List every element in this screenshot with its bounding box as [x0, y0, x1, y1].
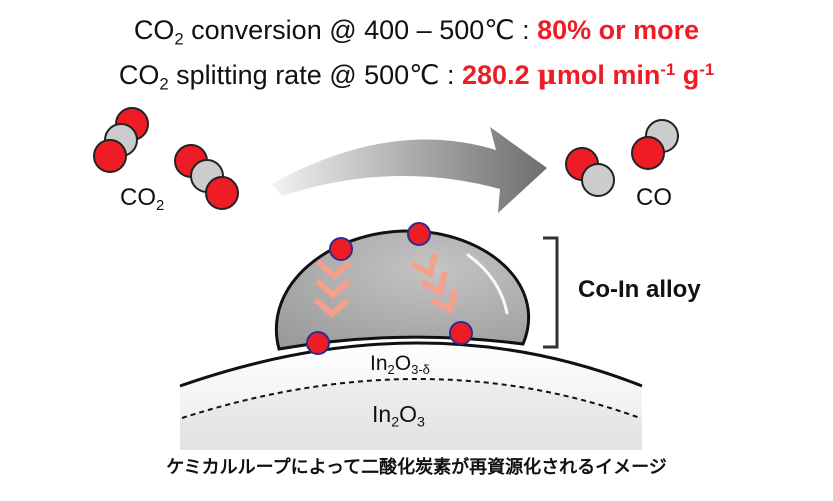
- reactant-label: CO2: [120, 184, 165, 214]
- rate-value-number: 280.2: [462, 60, 538, 90]
- conversion-co-subscript: 2: [174, 29, 184, 49]
- bulk-o-text: O: [399, 401, 418, 427]
- bulk-label: In2O3: [372, 401, 425, 431]
- oxygen-flow-chevron: [316, 259, 352, 280]
- lattice-oxygen-atom: [329, 237, 353, 261]
- alloy-label: Co-In alloy: [578, 276, 701, 303]
- in2o3-deficient-layer: [180, 343, 642, 418]
- bulk-in-subscript: 2: [391, 414, 400, 431]
- rate-unit-exponent-2: -1: [699, 59, 715, 79]
- support-surface-outline: [179, 341, 643, 388]
- oxygen-flow-chevron: [420, 271, 448, 297]
- surface-o-subscript: 3-δ: [411, 362, 430, 378]
- rate-co-text: CO: [118, 60, 160, 90]
- co-carbon-atom: [581, 163, 615, 197]
- bulk-o-subscript: 3: [417, 414, 425, 431]
- lattice-oxygen-atom: [306, 331, 330, 355]
- rate-value: 280.2 μmol min-1 g-1: [462, 59, 715, 91]
- surface-in-text: In: [370, 352, 388, 375]
- oxygen-flow-left: [314, 259, 352, 318]
- lattice-oxygen-atom: [449, 321, 473, 345]
- splitting-rate-headline: CO2 splitting rate @ 500℃ : 280.2 μmol m…: [0, 59, 833, 92]
- rate-co-subscript: 2: [159, 74, 169, 94]
- co-molecule-right: [631, 119, 679, 170]
- product-label: CO: [636, 184, 672, 211]
- rate-unit-g: g: [675, 60, 700, 90]
- surface-in-subscript: 2: [387, 362, 395, 378]
- oxygen-flow-chevron: [430, 289, 458, 315]
- dome-highlight: [466, 253, 509, 315]
- rate-unit-exponent-1: -1: [660, 59, 676, 79]
- co-oxygen-atom: [631, 136, 665, 170]
- alloy-bracket: [543, 236, 559, 349]
- surface-layer-label: In2O3-δ: [370, 352, 430, 376]
- rate-condition: splitting rate @ 500℃ :: [168, 60, 463, 90]
- co2-oxygen-atom: [205, 176, 239, 210]
- conversion-condition: conversion @ 400 – 500℃ :: [183, 15, 538, 45]
- co-in-alloy-particle: [274, 229, 531, 351]
- oxygen-flow-right: [410, 253, 458, 315]
- co-molecule-left: [565, 147, 615, 197]
- rate-unit-mol: mol min: [556, 60, 661, 90]
- co2-molecule-left: [93, 107, 149, 173]
- surface-o-text: O: [394, 352, 412, 375]
- co2-molecule-right: [174, 144, 239, 210]
- oxygen-flow-chevron: [314, 297, 350, 318]
- lattice-oxygen-atom: [407, 222, 431, 246]
- caption: ケミカルループによって二酸化炭素が再資源化されるイメージ: [166, 457, 667, 478]
- rate-unit-mu: μ: [537, 60, 557, 91]
- co2-oxygen-atom: [93, 139, 127, 173]
- reactant-co-text: CO: [120, 184, 156, 211]
- oxygen-flow-chevron: [315, 278, 351, 299]
- oxygen-flow-chevron: [410, 253, 438, 279]
- reactant-subscript: 2: [156, 197, 165, 214]
- conversion-headline: CO2 conversion @ 400 – 500℃ : 80% or mor…: [0, 14, 833, 49]
- conversion-co-text: CO: [133, 15, 175, 45]
- conversion-arrow: [272, 127, 547, 213]
- conversion-value: 80% or more: [537, 15, 700, 45]
- bulk-in-text: In: [372, 401, 392, 427]
